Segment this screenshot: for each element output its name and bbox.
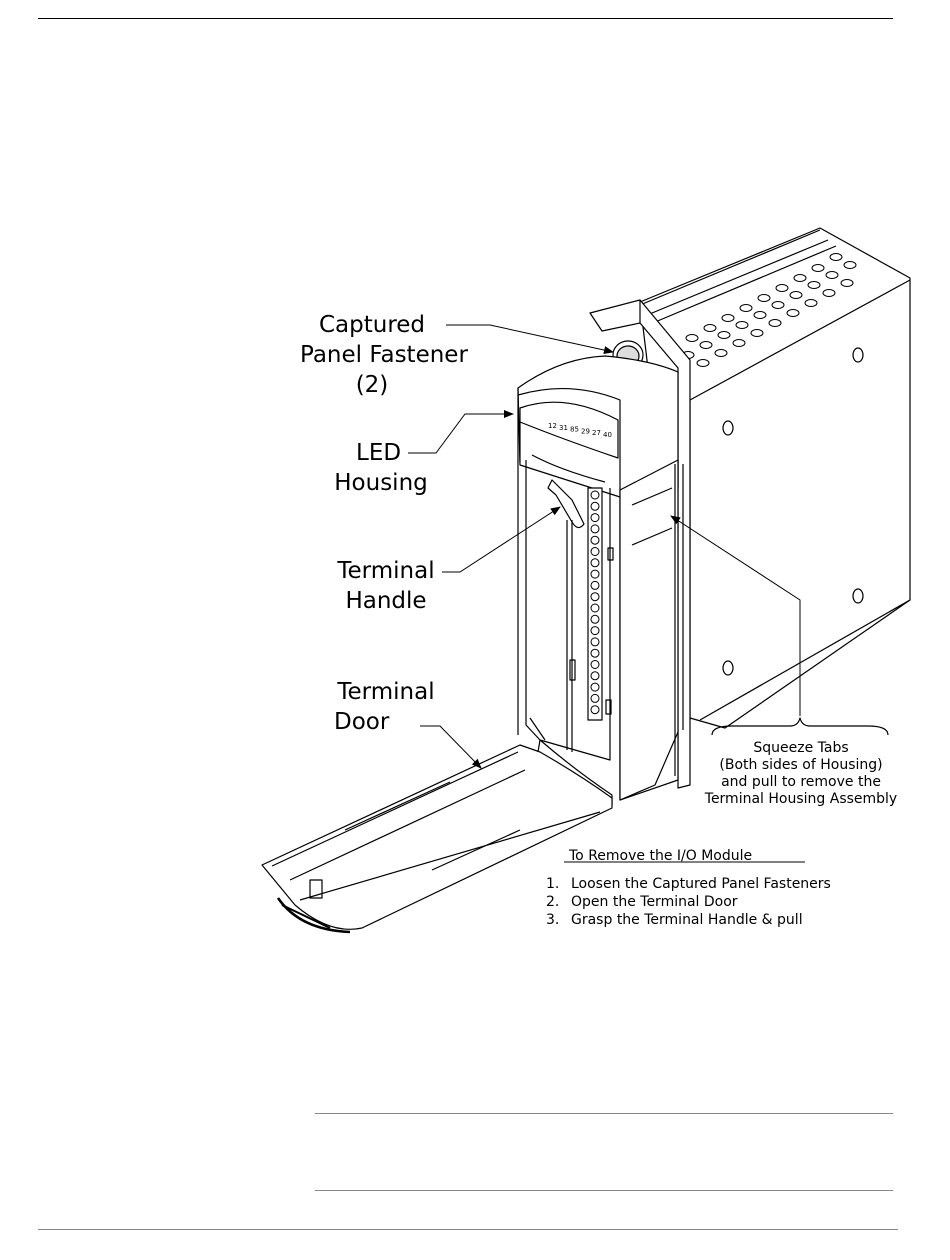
label-line: Terminal: [330, 556, 442, 586]
note-line: Squeeze Tabs: [700, 740, 902, 757]
terminal-screw: [591, 627, 599, 635]
label-line: Door: [330, 707, 442, 737]
terminal-screw: [591, 559, 599, 567]
led-number: 85: [570, 426, 579, 434]
leader-captured-panel-fastener: [446, 325, 613, 352]
terminal-screw: [591, 548, 599, 556]
led-number: 31: [559, 424, 568, 432]
terminal-screw: [591, 672, 599, 680]
label-line: LED: [326, 438, 436, 468]
step-text: Loosen the Captured Panel Fasteners: [571, 876, 831, 892]
step-number: 1.: [546, 875, 571, 893]
label-line: Handle: [330, 586, 442, 616]
terminal-screw: [591, 491, 599, 499]
label-line: Terminal: [330, 677, 442, 707]
led-number: 12: [548, 422, 557, 430]
terminal-screw: [591, 536, 599, 544]
label-line: (2): [300, 370, 444, 400]
label-terminal-handle: Terminal Handle: [330, 556, 442, 616]
label-line: Captured: [300, 310, 444, 340]
terminal-screw: [591, 593, 599, 601]
terminal-screw: [591, 706, 599, 714]
terminal-screw: [591, 570, 599, 578]
led-number: 29: [581, 427, 590, 435]
removal-title: To Remove the I/O Module: [546, 847, 831, 865]
label-terminal-door: Terminal Door: [330, 677, 442, 737]
label-led-housing: LED Housing: [326, 438, 436, 498]
removal-step: 3.Grasp the Terminal Handle & pull: [546, 911, 831, 929]
step-text: Grasp the Terminal Handle & pull: [571, 912, 803, 928]
note-line: Terminal Housing Assembly: [700, 791, 902, 808]
terminal-housing: [518, 356, 683, 805]
removal-instructions: To Remove the I/O Module 1.Loosen the Ca…: [546, 847, 831, 929]
terminal-screw: [591, 683, 599, 691]
label-line: Housing: [326, 468, 436, 498]
removal-step: 1.Loosen the Captured Panel Fasteners: [546, 875, 831, 893]
leader-terminal-handle: [442, 507, 560, 572]
terminal-screw: [591, 638, 599, 646]
terminal-screw: [591, 615, 599, 623]
terminal-screw: [591, 514, 599, 522]
step-text: Open the Terminal Door: [571, 894, 738, 910]
step-number: 3.: [546, 911, 571, 929]
terminal-screw: [591, 604, 599, 612]
terminal-screw: [591, 649, 599, 657]
step-number: 2.: [546, 893, 571, 911]
led-number: 27: [592, 429, 601, 437]
removal-step: 2.Open the Terminal Door: [546, 893, 831, 911]
squeeze-tabs-note: Squeeze Tabs (Both sides of Housing) and…: [700, 740, 902, 808]
terminal-screw: [591, 502, 599, 510]
squeeze-tabs-brace: [712, 718, 888, 735]
terminal-screw: [591, 661, 599, 669]
label-line: Panel Fastener: [300, 340, 444, 370]
led-number: 40: [603, 431, 612, 439]
terminal-screw: [591, 525, 599, 533]
note-line: and pull to remove the: [700, 774, 902, 791]
note-line: (Both sides of Housing): [700, 757, 902, 774]
terminal-screw: [591, 581, 599, 589]
terminal-screw: [591, 694, 599, 702]
label-captured-panel-fastener: Captured Panel Fastener (2): [300, 310, 444, 400]
